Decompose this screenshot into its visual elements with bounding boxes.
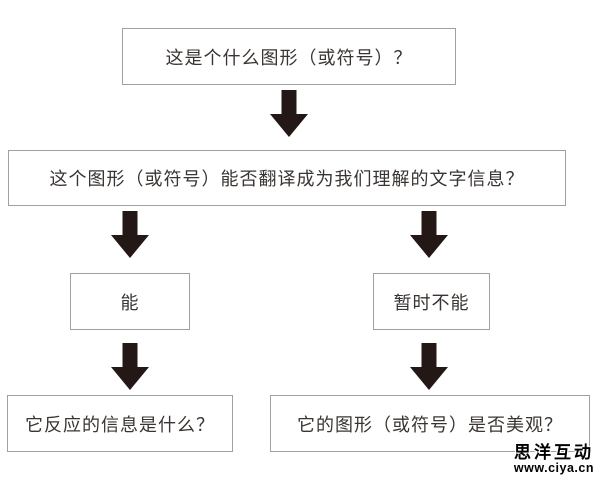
flow-node-translate-question: 这个图形（或符号）能否翻译成为我们理解的文字信息？: [8, 150, 566, 206]
down-arrow: [410, 343, 448, 390]
flow-node-aesthetic-question: 它的图形（或符号）是否美观？: [270, 395, 590, 452]
down-arrow-shape: [111, 211, 149, 258]
flow-node-meaning-question: 它反应的信息是什么？: [7, 395, 233, 452]
down-arrow-shape: [270, 90, 308, 137]
watermark-brand: 思洋互动: [513, 442, 594, 462]
flow-node-branch-yes: 能: [70, 273, 190, 330]
down-arrow: [111, 211, 149, 258]
flow-node-identify-question: 这是个什么图形（或符号）？: [122, 28, 456, 85]
down-arrow: [270, 90, 308, 137]
down-arrow-shape: [410, 343, 448, 390]
watermark-url: www.ciya.cn: [513, 461, 594, 476]
down-arrow: [111, 343, 149, 390]
down-arrow-shape: [410, 211, 448, 258]
watermark: 思洋互动 www.ciya.cn: [513, 442, 594, 476]
flow-node-branch-no: 暂时不能: [373, 273, 490, 330]
down-arrow-shape: [111, 343, 149, 390]
down-arrow: [410, 211, 448, 258]
